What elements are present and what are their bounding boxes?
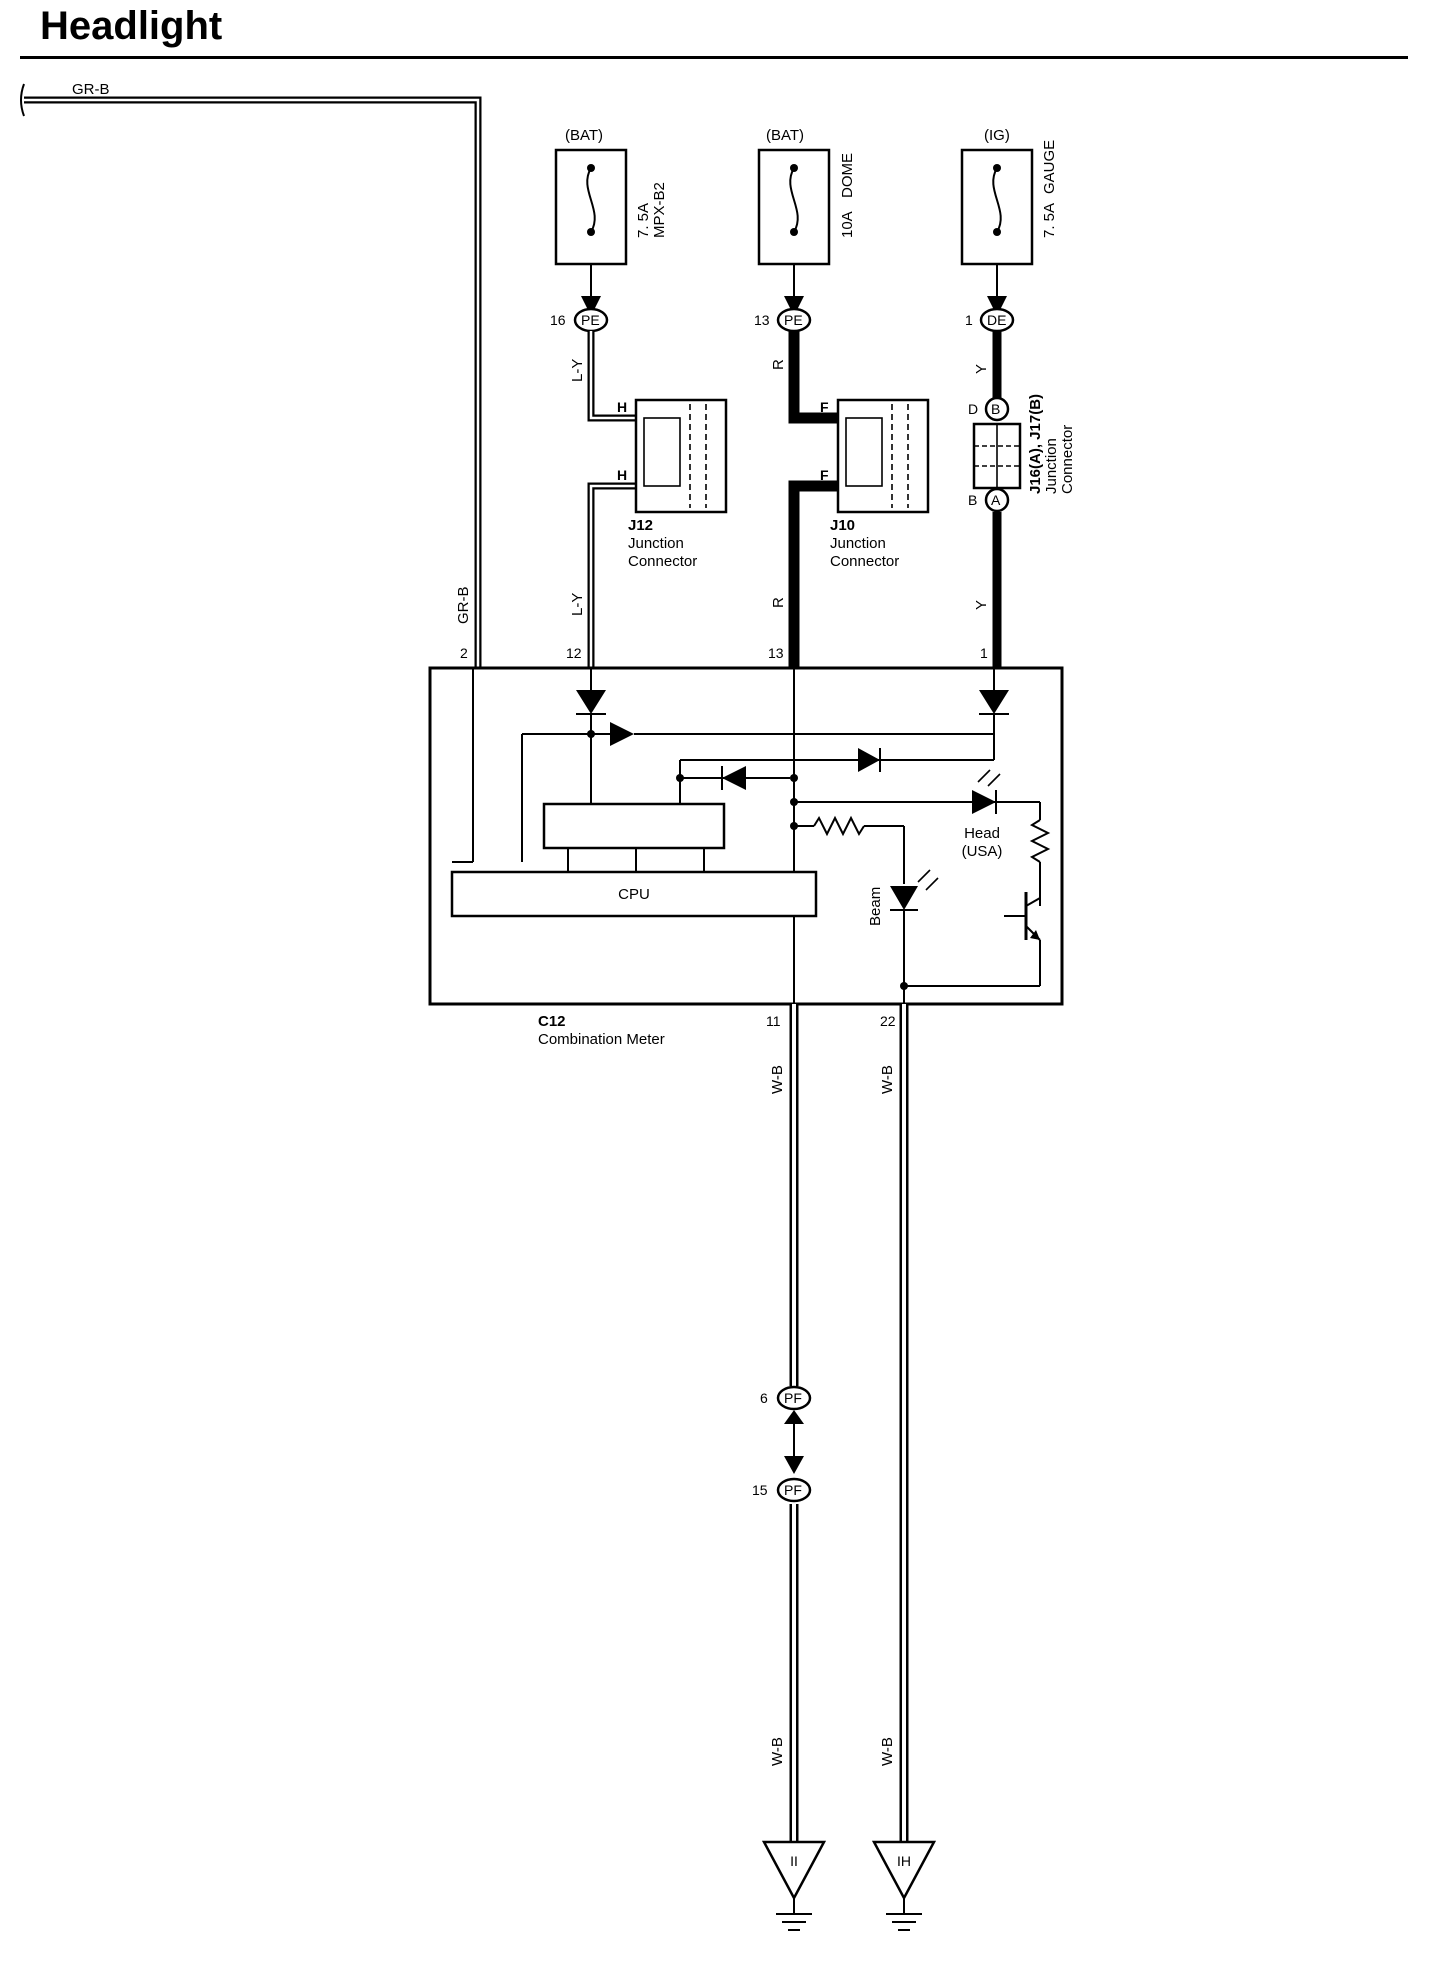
wire-w-b-right: W-B W-B	[879, 986, 909, 1842]
junction-pin-f-top: F	[820, 399, 829, 415]
wire-label-l-y-bottom: L-Y	[569, 593, 586, 616]
junction-id: J12	[628, 517, 653, 534]
pin-label-11: 11	[766, 1013, 781, 1029]
junction-line1: Junction	[628, 535, 684, 552]
ground-ii: II	[761, 1840, 827, 1931]
connector-label: PE	[784, 312, 803, 328]
junction-pin-h-bottom: H	[617, 467, 627, 483]
combination-meter: CPU Head (USA) Beam C12 Combination Mete…	[428, 666, 1064, 1048]
wire-gr-b: GR-B GR-B 2	[20, 81, 482, 668]
pin-label-22: 22	[880, 1013, 896, 1029]
title-divider	[20, 56, 1408, 59]
junction-line1: Junction	[1043, 438, 1060, 494]
ground-ih: IH	[871, 1840, 937, 1931]
connector-pf-pin-top: 6	[760, 1390, 768, 1406]
junction-pin-f-bottom: F	[820, 467, 829, 483]
fuse-name-label: MPX-B2	[651, 182, 668, 238]
wire-label-gr-b-top: GR-B	[72, 81, 110, 98]
fuse-gauge: (IG) 7. 5A GAUGE DE 1	[960, 127, 1058, 333]
wire-l-y: L-Y L-Y 12	[566, 331, 636, 668]
wire-label-w-b-bottom: W-B	[769, 1737, 786, 1766]
meter-id: C12	[538, 1013, 566, 1030]
pin-label-13: 13	[768, 645, 784, 661]
connector-pf-label-bottom: PF	[784, 1482, 802, 1498]
cpu-label: CPU	[618, 886, 650, 903]
junction-line1: Junction	[830, 535, 886, 552]
junction-j10: F F J10 Junction Connector	[820, 398, 930, 570]
junction-pin-h-top: H	[617, 399, 627, 415]
wire-label-w-b-top: W-B	[879, 1065, 896, 1094]
pin-label: 16	[550, 312, 566, 328]
junction-line2: Connector	[628, 553, 697, 570]
head-sub-label: (USA)	[962, 843, 1003, 860]
fuse-mpx-b2: (BAT) 7. 5A MPX-B2 PE 16	[550, 127, 668, 333]
pin-label: 13	[754, 312, 770, 328]
ground-label: II	[790, 1853, 798, 1869]
pin-label-2: 2	[460, 645, 468, 661]
fuse-rating-label: 10A	[839, 211, 856, 238]
wire-label-w-b-bottom: W-B	[879, 1737, 896, 1766]
connector-pf: PF 6 PF 15	[752, 1385, 812, 1503]
pin-label-12: 12	[566, 645, 582, 661]
wire-label-y-top: Y	[973, 364, 990, 374]
wire-label-gr-b-side: GR-B	[455, 587, 472, 625]
wire-label-r-top: R	[770, 359, 787, 370]
wire-label-y-bottom: Y	[973, 600, 990, 610]
wire-w-b-left: W-B W-B	[769, 1004, 799, 1842]
junction-pin-top: D	[968, 401, 978, 417]
junction-line2: Connector	[1059, 425, 1076, 494]
pin-label-1: 1	[980, 645, 988, 661]
junction-line2: Connector	[830, 553, 899, 570]
junction-pin-bottom: B	[968, 492, 977, 508]
connector-pf-pin-bottom: 15	[752, 1482, 768, 1498]
junction-pin-bottom-conn: A	[991, 492, 1001, 508]
connector-label: PE	[581, 312, 600, 328]
ground-label: IH	[897, 1853, 911, 1869]
connector-label: DE	[987, 312, 1006, 328]
meter-name: Combination Meter	[538, 1031, 665, 1048]
fuse-source-label: (BAT)	[766, 127, 804, 144]
fuse-source-label: (BAT)	[565, 127, 603, 144]
fuse-rating-label: 7. 5A	[635, 203, 652, 238]
wire-r: R R 13	[768, 331, 838, 668]
wire-label-w-b-top: W-B	[769, 1065, 786, 1094]
fuse-source-label: (IG)	[984, 127, 1010, 144]
fuse-name-label: GAUGE	[1041, 140, 1058, 194]
page-title: Headlight	[40, 4, 223, 48]
wire-label-r-bottom: R	[770, 597, 787, 608]
junction-id: J16(A), J17(B)	[1027, 394, 1044, 494]
connector-pf-label-top: PF	[784, 1390, 802, 1406]
junction-j16-j17: B D A B J16(A), J17(B) Junction Connecto…	[968, 394, 1076, 513]
beam-label: Beam	[867, 887, 884, 926]
head-label: Head	[964, 825, 1000, 842]
fuse-dome: (BAT) 10A DOME PE 13	[754, 127, 856, 333]
junction-j12: H H J12 Junction Connector	[617, 398, 728, 570]
pin-label: 1	[965, 312, 973, 328]
fuse-name-label: DOME	[839, 153, 856, 198]
junction-id: J10	[830, 517, 855, 534]
junction-pin-top-conn: B	[991, 401, 1000, 417]
fuse-rating-label: 7. 5A	[1041, 203, 1058, 238]
wire-label-l-y-top: L-Y	[569, 359, 586, 382]
wire-y: Y Y 1	[973, 331, 1002, 668]
